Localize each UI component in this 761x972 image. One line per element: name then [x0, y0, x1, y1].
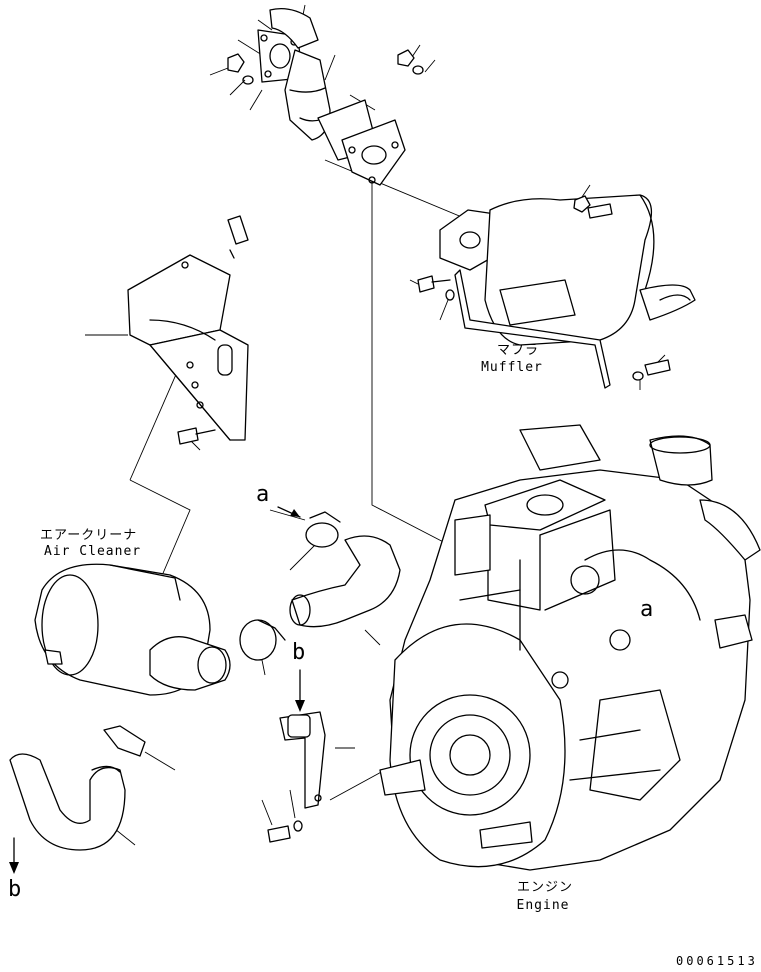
air-cleaner-label-jp: エアークリーナ [40, 528, 138, 543]
intake-hoses [9, 511, 401, 851]
engine [379, 424, 761, 871]
air-cleaner-label-en: Air Cleaner [44, 544, 142, 559]
engine-label-en: Engine [516, 898, 570, 913]
marker-a-left: a [256, 482, 270, 507]
direction-arrows [9, 506, 305, 874]
air-cleaner [34, 563, 231, 696]
hose-bracket [267, 711, 326, 843]
marker-b-bottom: b [8, 877, 22, 902]
air-cleaner-bracket [127, 215, 249, 445]
muffler-label-en: Muffler [481, 360, 543, 375]
muffler [417, 194, 696, 389]
marker-a-right: a [640, 597, 654, 622]
document-number: 00061513 [676, 954, 758, 968]
engine-label-jp: エンジン [516, 880, 573, 895]
muffler-label-jp: マフラ [496, 343, 539, 358]
exhaust-elbow-pipe [227, 7, 424, 186]
marker-b-top: b [292, 640, 306, 665]
